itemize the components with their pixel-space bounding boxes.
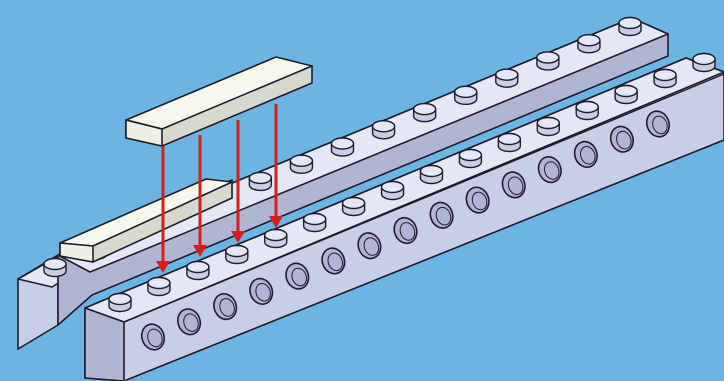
back-beam-stud <box>249 172 271 190</box>
front-beam-stud <box>304 214 326 232</box>
back-beam-stud <box>578 35 600 53</box>
front-beam-stud <box>654 70 676 88</box>
front-beam-stud <box>226 246 248 264</box>
back-beam-stud <box>373 121 395 139</box>
front-beam-stud <box>265 230 287 248</box>
front-beam-stud <box>498 134 520 152</box>
front-beam-stud <box>693 54 715 72</box>
back-beam-stud <box>290 155 312 173</box>
back-beam-stud <box>496 69 518 87</box>
back-beam-stud <box>332 138 354 156</box>
front-beam-stud <box>343 198 365 216</box>
front-beam-stud <box>382 182 404 200</box>
front-beam-stud <box>576 102 598 120</box>
back-beam-stud <box>537 52 559 70</box>
front-beam-stud <box>148 278 170 296</box>
back-beam-stud <box>455 86 477 104</box>
back-beam-stud <box>44 259 66 277</box>
front-beam-stud <box>109 294 131 312</box>
front-beam-stud <box>537 118 559 136</box>
front-beam-stud <box>459 150 481 168</box>
back-beam-stud <box>619 18 641 36</box>
front-beam-stud <box>615 86 637 104</box>
back-beam-stud <box>414 104 436 122</box>
front-beam-stud <box>187 262 209 280</box>
front-beam-stud <box>420 166 442 184</box>
